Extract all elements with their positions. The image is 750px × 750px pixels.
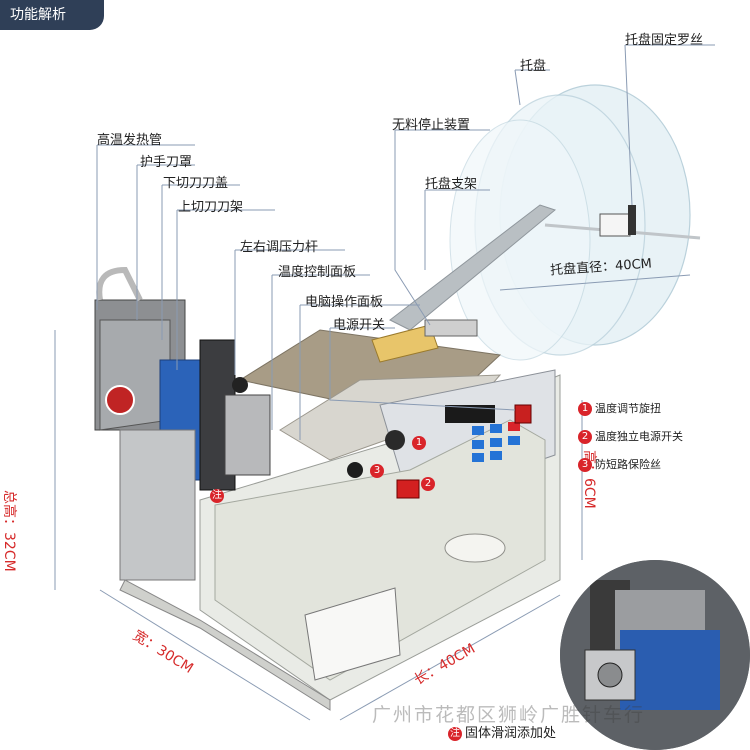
- label-lower-blade-cover: 下切刀刀盖: [163, 176, 229, 191]
- page-title-tab: 功能解析: [0, 0, 104, 30]
- marker-note: 注: [210, 488, 224, 503]
- tray-discs: [449, 84, 701, 361]
- label-upper-blade-holder: 上切刀刀架: [178, 200, 244, 215]
- dim-total-height: 总高：32CM: [1, 490, 17, 572]
- label-temp-panel: 温度控制面板: [278, 265, 357, 280]
- label-heater-tube: 高温发热管: [97, 133, 163, 148]
- inset-closeup-image: [560, 560, 750, 750]
- label-power-switch: 电源开关: [333, 318, 386, 333]
- marker-2: 2: [421, 473, 438, 492]
- page-title: 功能解析: [10, 7, 66, 23]
- cutting-head: [94, 266, 271, 581]
- label-computer-panel: 电脑操作面板: [305, 295, 384, 310]
- label-tray-bracket: 托盘支架: [425, 177, 478, 192]
- tray-bracket-shape: [389, 204, 557, 331]
- label-hand-guard: 护手刀罩: [140, 155, 193, 170]
- label-tray-screw: 托盘固定罗丝: [625, 33, 704, 48]
- watermark: 广州市花都区狮岭广胜针车行: [372, 704, 646, 726]
- digital-display: [445, 405, 495, 423]
- label-tray: 托盘: [520, 59, 547, 74]
- label-material-stop: 无料停止装置: [392, 118, 471, 133]
- marker-3: 3: [370, 460, 387, 479]
- label-pressure-rod: 左右调压力杆: [240, 240, 319, 255]
- marker-1: 1: [412, 432, 429, 451]
- footnote: 注固体滑润添加处: [448, 726, 557, 741]
